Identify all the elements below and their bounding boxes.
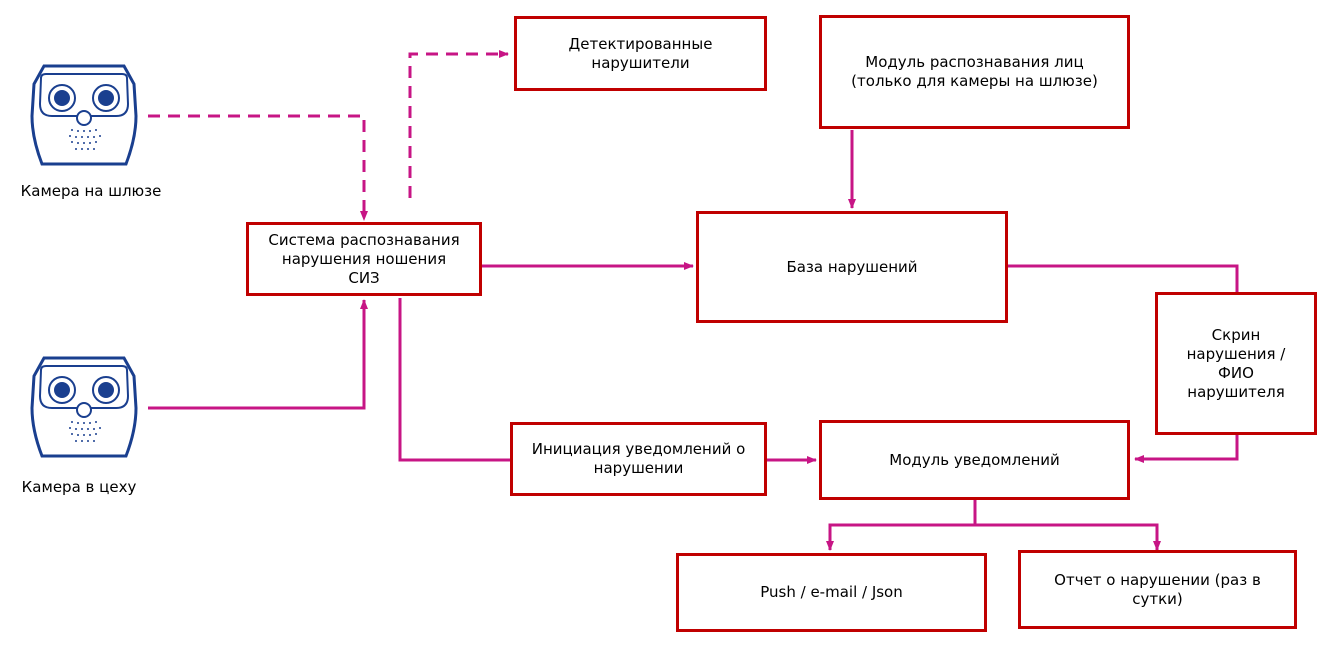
edge-db-to-screen [1008,264,1239,292]
node-ppe-system: Система распознавания нарушения ношения … [246,222,482,296]
node-push-text: Push / e-mail / Json [760,583,903,601]
node-notify-module: Модуль уведомлений [819,420,1130,500]
node-violations-db-text: База нарушений [786,257,918,276]
node-notify-init-text: Инициация уведомлений о нарушении [531,440,746,477]
node-notify-module-text: Модуль уведомлений [889,450,1060,469]
edge-shop-camera-to-ppe [148,299,368,410]
edge-ppe-to-detected [408,50,509,198]
node-face-module-text: Модуль распознавания лиц (только для кам… [851,53,1098,90]
node-push: Push / e-mail / Json [676,553,987,632]
camera-icon [30,64,138,166]
edge-gate-camera-to-ppe [148,114,368,221]
camera-shop-label: Камера в цеху [21,478,137,496]
edge-notify-to-report [975,523,1161,551]
camera-icon [30,356,138,458]
node-detected-text: Детектированные нарушители [568,34,713,72]
node-face-module: Модуль распознавания лиц (только для кам… [819,15,1130,129]
edge-ppe-to-init [398,298,510,462]
camera-gate [30,64,138,170]
node-detected: Детектированные нарушители [514,16,767,91]
node-report-text: Отчет о нарушении (раз в сутки) [1054,570,1261,608]
node-report: Отчет о нарушении (раз в сутки) [1018,550,1297,629]
node-ppe-system-text: Система распознавания нарушения ношения … [268,230,460,287]
edge-screen-to-notify [1134,435,1239,463]
node-screen: Скрин нарушения / ФИО нарушителя [1155,292,1317,435]
node-violations-db: База нарушений [696,211,1008,323]
camera-gate-label: Камера на шлюзе [20,182,162,200]
edge-notify-to-push [826,500,977,551]
node-notify-init: Инициация уведомлений о нарушении [510,422,767,496]
camera-shop [30,356,138,462]
node-screen-text: Скрин нарушения / ФИО нарушителя [1186,325,1286,401]
